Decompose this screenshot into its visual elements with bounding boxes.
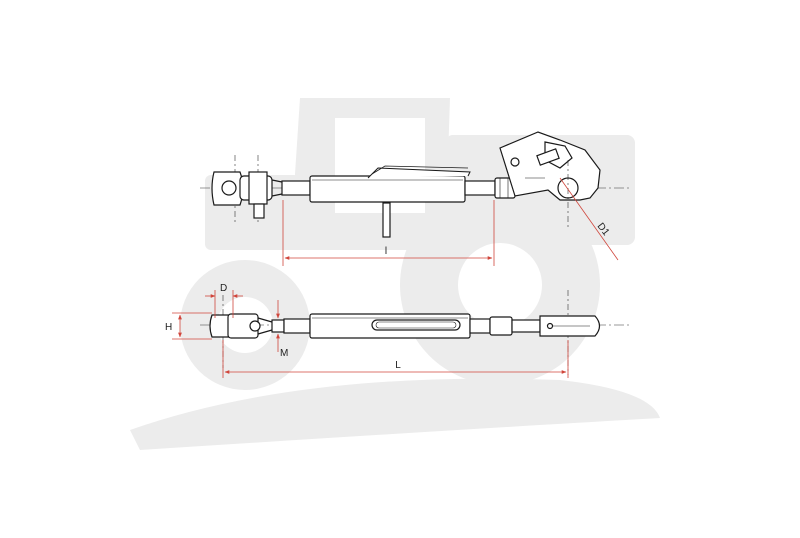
head-height-dimension [172,312,212,340]
length-short-dimension [282,200,495,266]
top-link-side-view [200,131,630,238]
pin-diameter-dimension [205,290,243,318]
head-height-label: H [165,322,172,333]
length-total-label: L [395,360,401,371]
length-short-label: l [385,246,387,257]
top-link-plan-view [200,290,630,375]
rotation-diameter-dimension [559,177,619,261]
length-total-dimension [222,340,569,378]
thread-label: M [280,348,288,359]
pin-diameter-label: D [220,283,227,294]
